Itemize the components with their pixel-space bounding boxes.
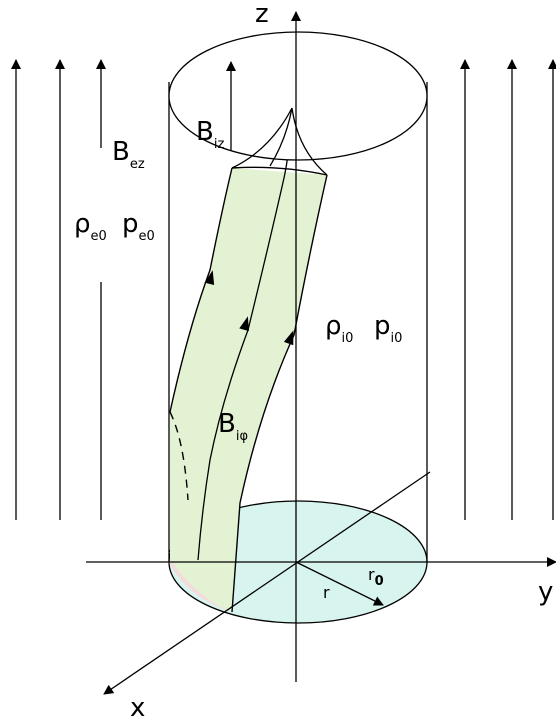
label-p-i0: pi0 xyxy=(374,311,402,346)
tube-hidden-edge xyxy=(169,411,189,501)
arrowhead xyxy=(204,270,215,286)
label-rho-e0: ρe0 xyxy=(74,209,107,244)
x-axis xyxy=(103,471,431,695)
arrowhead xyxy=(283,330,294,346)
radius-arrow xyxy=(295,561,384,606)
cusp-left xyxy=(231,107,293,169)
cusp-right xyxy=(291,107,328,176)
tube-right-edge xyxy=(231,174,328,613)
cusp-middle xyxy=(269,107,293,167)
tube-top-edge xyxy=(231,166,328,176)
external-field-lines-right xyxy=(460,59,556,520)
top-twist-cusp xyxy=(231,107,328,176)
flux-tube-edges xyxy=(169,166,328,613)
label-r0: r0 xyxy=(368,565,384,589)
axes xyxy=(86,11,556,695)
external-field-lines-left xyxy=(11,59,106,520)
tube-arrowheads xyxy=(204,270,294,346)
arrowhead xyxy=(239,316,249,332)
label-r: r xyxy=(323,583,330,602)
y-axis-label: y xyxy=(538,577,553,607)
x-axis-label: x xyxy=(130,693,145,723)
tube-left-edge xyxy=(169,167,233,413)
field-line-inner xyxy=(197,177,285,561)
label-b-iz: Biz xyxy=(196,117,224,152)
z-axis-label: z xyxy=(255,0,269,29)
label-rho-i0: ρi0 xyxy=(325,311,353,346)
label-b-iphi: Biφ xyxy=(218,409,248,444)
label-b-ez: Bez xyxy=(112,137,145,172)
label-p-e0: pe0 xyxy=(122,209,155,244)
